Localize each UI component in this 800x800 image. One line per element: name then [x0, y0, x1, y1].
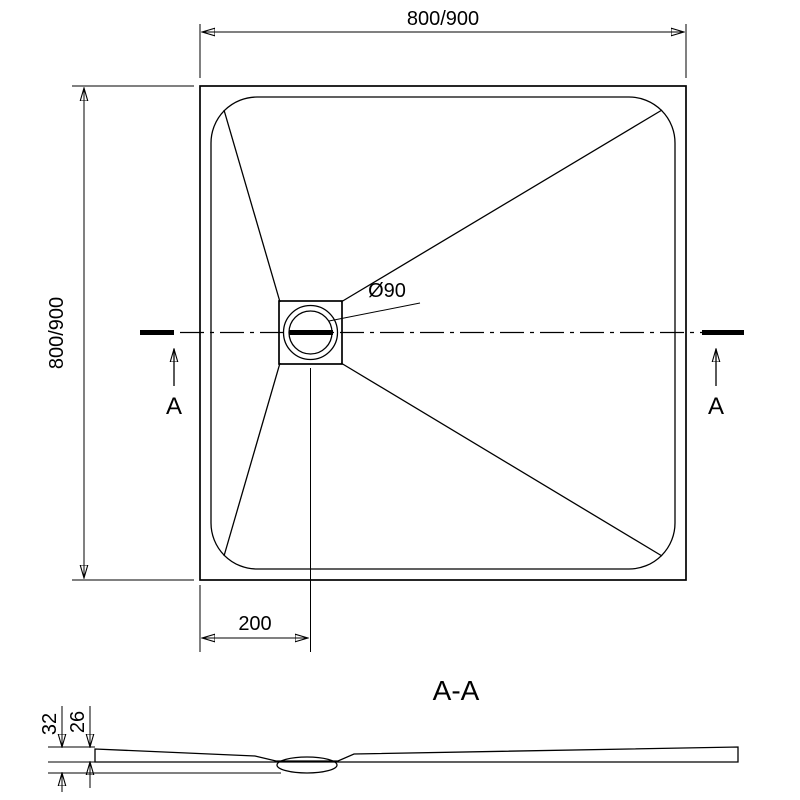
section-marker-right-label: A [708, 393, 724, 420]
drain-offset-dimension: 200 [199, 368, 311, 652]
slope-line-top-left [223, 109, 281, 303]
drain-offset-label: 200 [238, 613, 271, 635]
tray-profile [94, 746, 739, 763]
top-width-dimension: 800/900 [199, 8, 687, 78]
left-height-label: 800/900 [46, 297, 68, 369]
drain-diameter-label: Ø90 [368, 280, 406, 302]
drain-trap [276, 756, 338, 774]
section-height-dimensions: 32 26 [39, 706, 281, 792]
slope-line-bottom-left [223, 362, 281, 557]
left-height-dimension: 800/900 [46, 85, 194, 581]
slope-line-top-right [340, 109, 663, 303]
section-arrow-left: A [166, 349, 182, 420]
section-title: A-A [433, 675, 480, 706]
tray-thickness-label: 26 [67, 711, 89, 733]
section-marker-left-label: A [166, 393, 182, 420]
slope-line-bottom-right [340, 362, 663, 557]
section-profile [94, 746, 739, 774]
top-width-label: 800/900 [407, 8, 479, 30]
leader-line [328, 302, 421, 322]
slope-lines [223, 109, 663, 557]
total-height-label: 32 [39, 713, 61, 735]
drain-diameter-callout: Ø90 [328, 280, 421, 322]
section-arrow-right: A [708, 349, 724, 420]
